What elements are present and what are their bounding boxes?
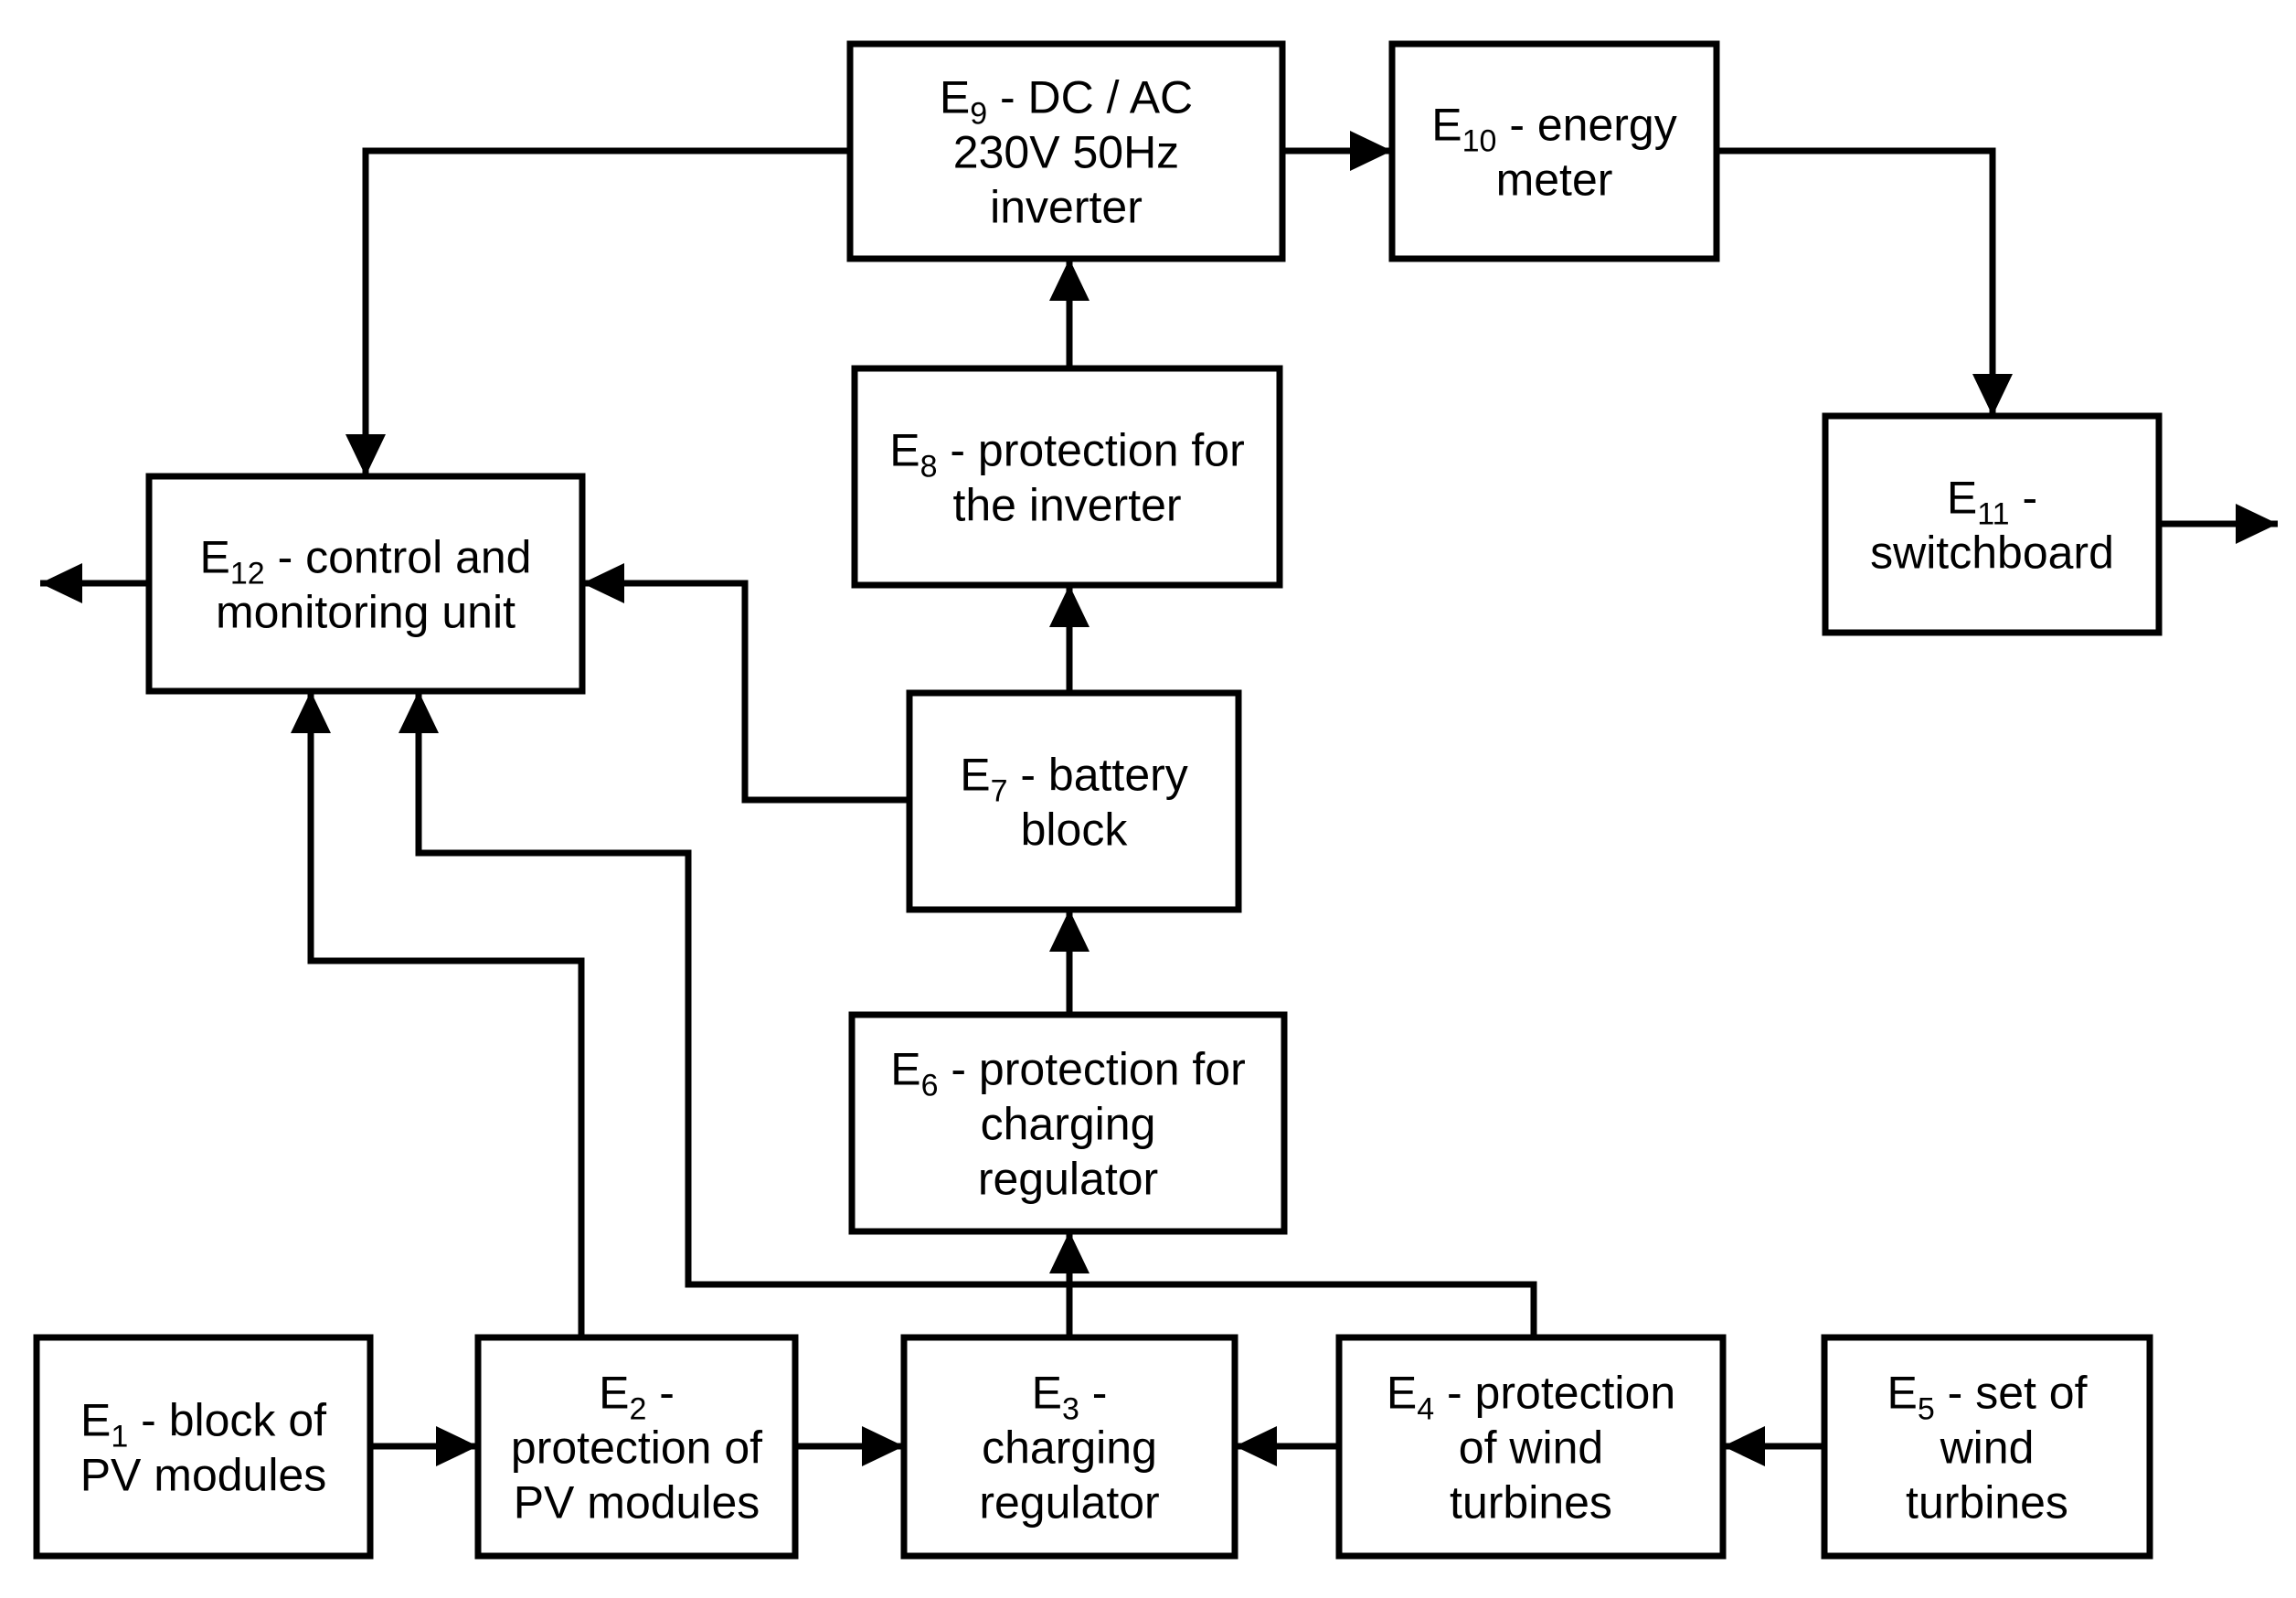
node-e12-box [145,473,586,695]
node-e3-box [900,1334,1238,1560]
edge-e9-to-e12 [345,147,850,476]
node-e1-box [33,1334,374,1560]
edge-e4-to-e12 [399,691,1537,1337]
node-e9-box [846,40,1286,262]
node-e10-box [1388,40,1720,262]
node-e5-box [1821,1334,2153,1560]
node-e11: E11 -switchboard [1822,412,2163,636]
node-e6-box [848,1011,1288,1235]
edge-e2-to-e12 [291,691,585,1337]
edge-e10-to-e11 [1717,147,2013,416]
node-e11-label: E11 -switchboard [1870,473,2114,579]
node-e11-box [1822,412,2163,636]
node-e4-box [1335,1334,1727,1560]
node-e2-box [474,1334,799,1560]
node-e7-box [906,689,1242,913]
node-e8-box [851,365,1283,589]
edge-e7-to-e12 [582,563,909,804]
